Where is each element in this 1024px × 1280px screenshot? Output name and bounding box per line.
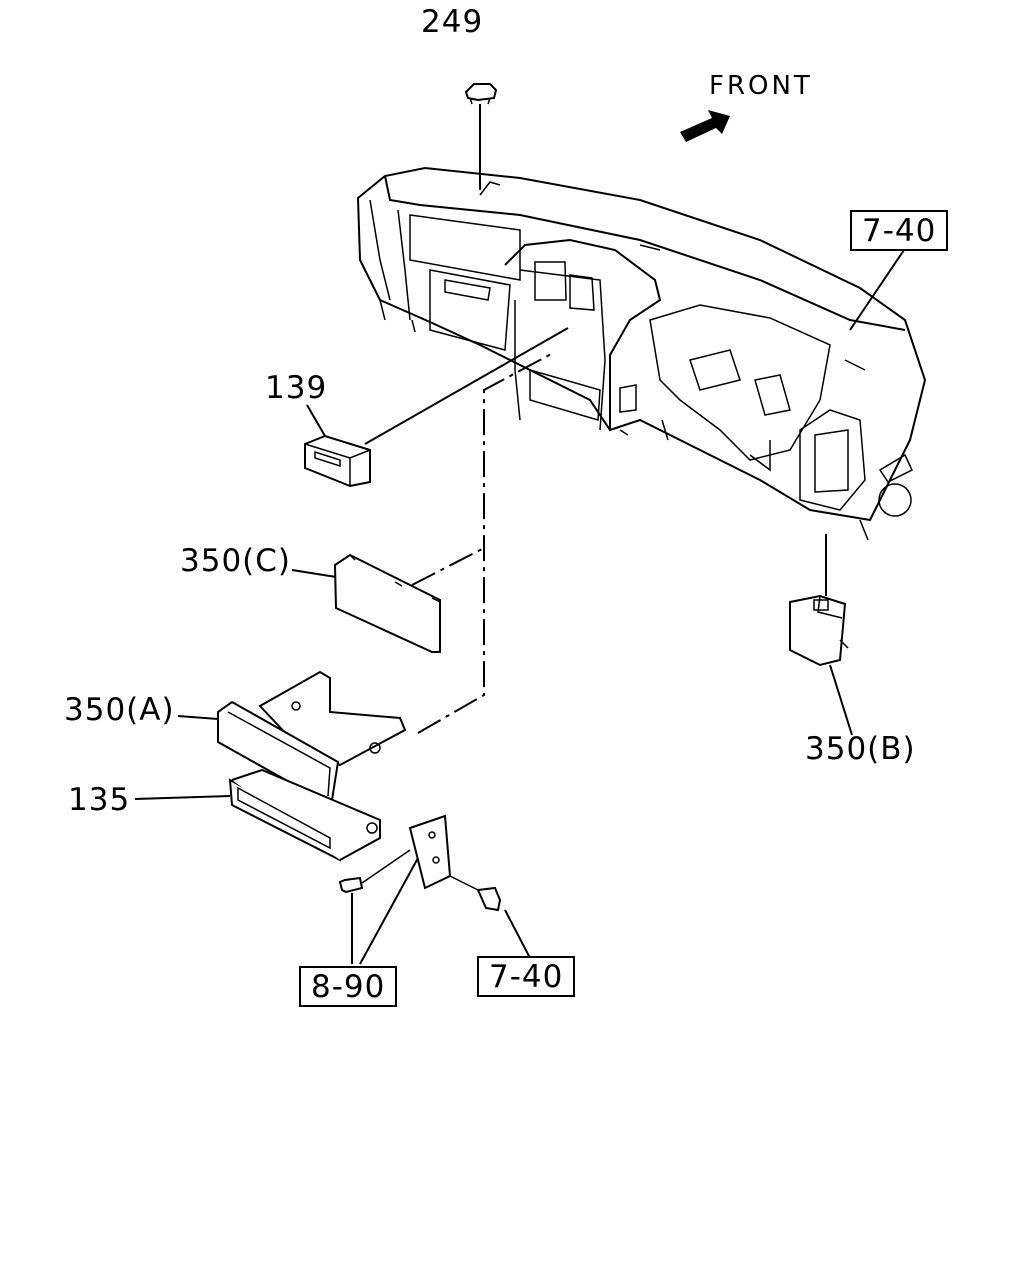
screw-7-40-icon xyxy=(449,875,502,912)
front-label: FRONT xyxy=(709,71,813,101)
leader-350a xyxy=(417,351,556,734)
leader-139 xyxy=(364,327,569,445)
leader-350c xyxy=(411,547,485,586)
leader-350c-label xyxy=(291,569,337,578)
label-350a: 350(A) xyxy=(64,692,175,728)
part-350b-bezel xyxy=(789,594,849,667)
leader-350b-label xyxy=(829,664,853,736)
part-350c-lid xyxy=(333,553,441,653)
label-350b: 350(B) xyxy=(805,731,916,767)
leader-7-40-bottom-label xyxy=(504,909,531,959)
front-arrow-icon xyxy=(680,110,730,142)
label-249: 249 xyxy=(421,4,484,40)
instrument-panel xyxy=(356,166,927,541)
label-7-40-bottom: 7-40 xyxy=(477,956,576,997)
part-350a-tray xyxy=(217,670,407,804)
label-135: 135 xyxy=(68,782,131,818)
leader-350a-label xyxy=(177,715,219,720)
part-135-pocket xyxy=(228,768,452,890)
leader-135-label xyxy=(134,795,231,800)
leader-8-90-label xyxy=(351,857,419,965)
leader-139-label xyxy=(306,404,326,437)
leader-7-40-top xyxy=(849,249,905,331)
label-139: 139 xyxy=(265,370,328,406)
part-249-clip xyxy=(464,83,498,105)
label-8-90: 8-90 xyxy=(299,966,398,1007)
label-350c: 350(C) xyxy=(180,543,292,579)
part-139-switch xyxy=(304,434,371,488)
label-7-40-top: 7-40 xyxy=(850,210,949,251)
screw-8-90-icon xyxy=(338,849,411,894)
